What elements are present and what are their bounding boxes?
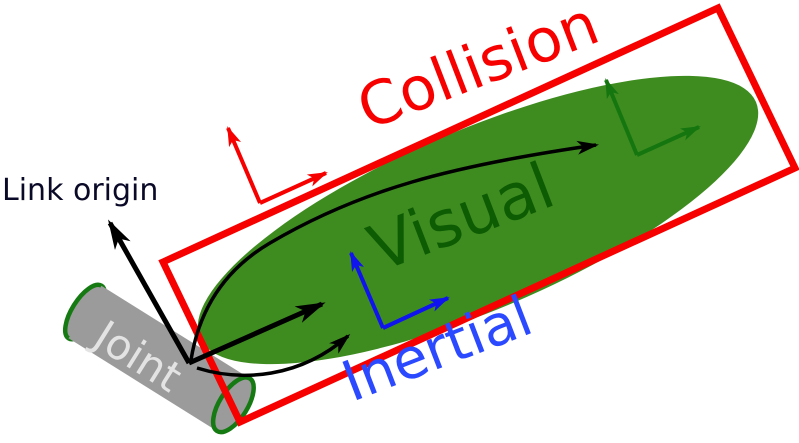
inertial-frame [349, 251, 450, 330]
link-origin-label: Link origin [2, 173, 158, 208]
collision-frame-y-axis [226, 126, 262, 204]
link-origin-axis-right [187, 301, 326, 366]
visual-frame [604, 78, 701, 157]
collision-frame [226, 126, 328, 205]
collision-box [158, 3, 799, 427]
link-origin-axis-up [107, 219, 192, 365]
visual-ellipse [197, 75, 759, 365]
inertial-frame-x-axis [382, 296, 450, 330]
collision-frame-x-axis [259, 171, 328, 205]
origin-to-inertial-arrow [196, 334, 351, 377]
origin-to-visual-arrow [189, 140, 599, 361]
joint-cylinder-body [68, 285, 250, 432]
visual-frame-y-axis [604, 78, 639, 156]
link-origin-frame [107, 219, 326, 366]
inertial-frame-y-axis [349, 251, 385, 329]
visual-frame-x-axis [636, 125, 701, 157]
